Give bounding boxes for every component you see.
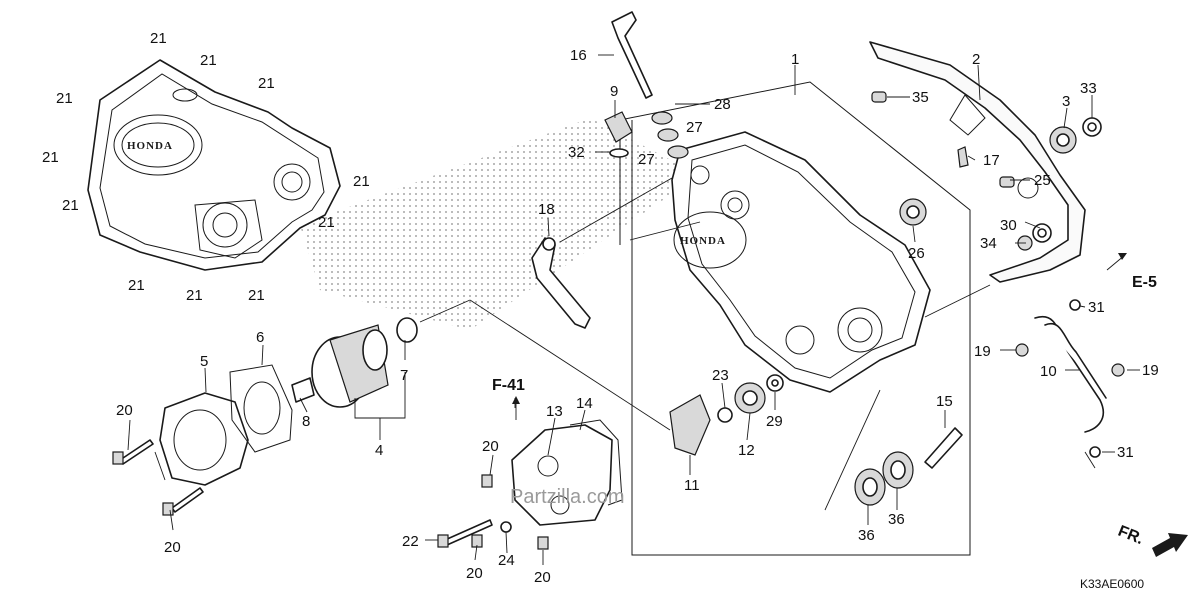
- callout-36: 36: [888, 511, 905, 528]
- callout-29: 29: [766, 413, 783, 430]
- callout-27: 27: [686, 119, 703, 136]
- callout-8: 8: [302, 413, 310, 430]
- projection-shading: [300, 118, 700, 330]
- callout-1: 1: [791, 51, 799, 68]
- callout-21: 21: [186, 287, 203, 304]
- direction-label: FR.: [1116, 523, 1146, 548]
- callout-35: 35: [912, 89, 929, 106]
- callout-33: 33: [1080, 80, 1097, 97]
- diagram-code: K33AE0600: [1080, 577, 1144, 591]
- ref-f41: F-41: [492, 377, 525, 420]
- watermark: Partzilla.com: [510, 486, 624, 508]
- callout-19: 19: [974, 343, 991, 360]
- callout-21: 21: [353, 173, 370, 190]
- callout-26: 26: [908, 245, 925, 262]
- callout-2: 2: [972, 51, 980, 68]
- water-pump-impeller: [669, 374, 784, 456]
- callout-27: 27: [638, 151, 655, 168]
- clutch-cover-outer: HONDA: [87, 59, 341, 271]
- callout-21: 21: [42, 149, 59, 166]
- callout-20: 20: [164, 539, 181, 556]
- callout-21: 21: [248, 287, 265, 304]
- callout-20: 20: [116, 402, 133, 419]
- callout-21: 21: [128, 277, 145, 294]
- callout-22: 22: [402, 533, 419, 550]
- callout-24: 24: [498, 552, 515, 569]
- callout-6: 6: [256, 329, 264, 346]
- cover-gasket: [869, 41, 1086, 283]
- right-crankcase-cover: HONDA: [671, 131, 931, 393]
- callout-18: 18: [538, 201, 555, 218]
- oil-filter-cover: [159, 364, 293, 486]
- callout-20: 20: [482, 438, 499, 455]
- callout-16: 16: [570, 47, 587, 64]
- link-arm: [531, 237, 591, 329]
- callout-36: 36: [858, 527, 875, 544]
- ref-e5: E-5: [1118, 253, 1157, 291]
- water-pump-cover: [511, 419, 623, 526]
- callout-21: 21: [200, 52, 217, 69]
- callout-21: 21: [150, 30, 167, 47]
- callout-14: 14: [576, 395, 593, 412]
- callout-11: 11: [684, 477, 700, 494]
- bolts: [112, 439, 549, 550]
- rod-and-plug: [604, 11, 689, 159]
- bearings-shaft: [854, 427, 963, 506]
- callout-20: 20: [466, 565, 483, 582]
- callout-7: 7: [400, 367, 408, 384]
- callout-31: 31: [1088, 299, 1105, 316]
- callout-21: 21: [258, 75, 275, 92]
- callout-28: 28: [714, 96, 731, 113]
- small-parts-right: [871, 91, 1102, 458]
- front-direction-arrow: FR.: [1116, 523, 1188, 557]
- callout-32: 32: [568, 144, 585, 161]
- case-brand-text: HONDA: [680, 235, 726, 247]
- callout-21: 21: [318, 214, 335, 231]
- callout-34: 34: [980, 235, 997, 252]
- callout-9: 9: [610, 83, 618, 100]
- callout-4: 4: [375, 442, 383, 459]
- callout-21: 21: [62, 197, 79, 214]
- callout-labels: 21 21 21 21 21 21 21 21 21 21 21 1 2 3 3…: [42, 30, 1159, 586]
- callout-21: 21: [56, 90, 73, 107]
- callout-5: 5: [200, 353, 208, 370]
- callout-3: 3: [1062, 93, 1070, 110]
- callout-12: 12: [738, 442, 755, 459]
- ref-e5-label: E-5: [1132, 274, 1157, 291]
- callout-19: 19: [1142, 362, 1159, 379]
- callout-10: 10: [1040, 363, 1057, 380]
- ref-f41-label: F-41: [492, 377, 525, 394]
- water-pipe: [1015, 315, 1125, 433]
- cover-brand-text: HONDA: [127, 140, 173, 152]
- reference-box: [619, 81, 971, 556]
- callout-17: 17: [983, 152, 1000, 169]
- callout-23: 23: [712, 367, 729, 384]
- callout-15: 15: [936, 393, 953, 410]
- leader-lines: [127, 54, 1140, 565]
- oil-filter: [291, 317, 418, 408]
- callout-20: 20: [534, 569, 551, 586]
- callout-25: 25: [1034, 172, 1051, 189]
- callout-30: 30: [1000, 217, 1017, 234]
- callout-31: 31: [1117, 444, 1134, 461]
- callout-13: 13: [546, 403, 563, 420]
